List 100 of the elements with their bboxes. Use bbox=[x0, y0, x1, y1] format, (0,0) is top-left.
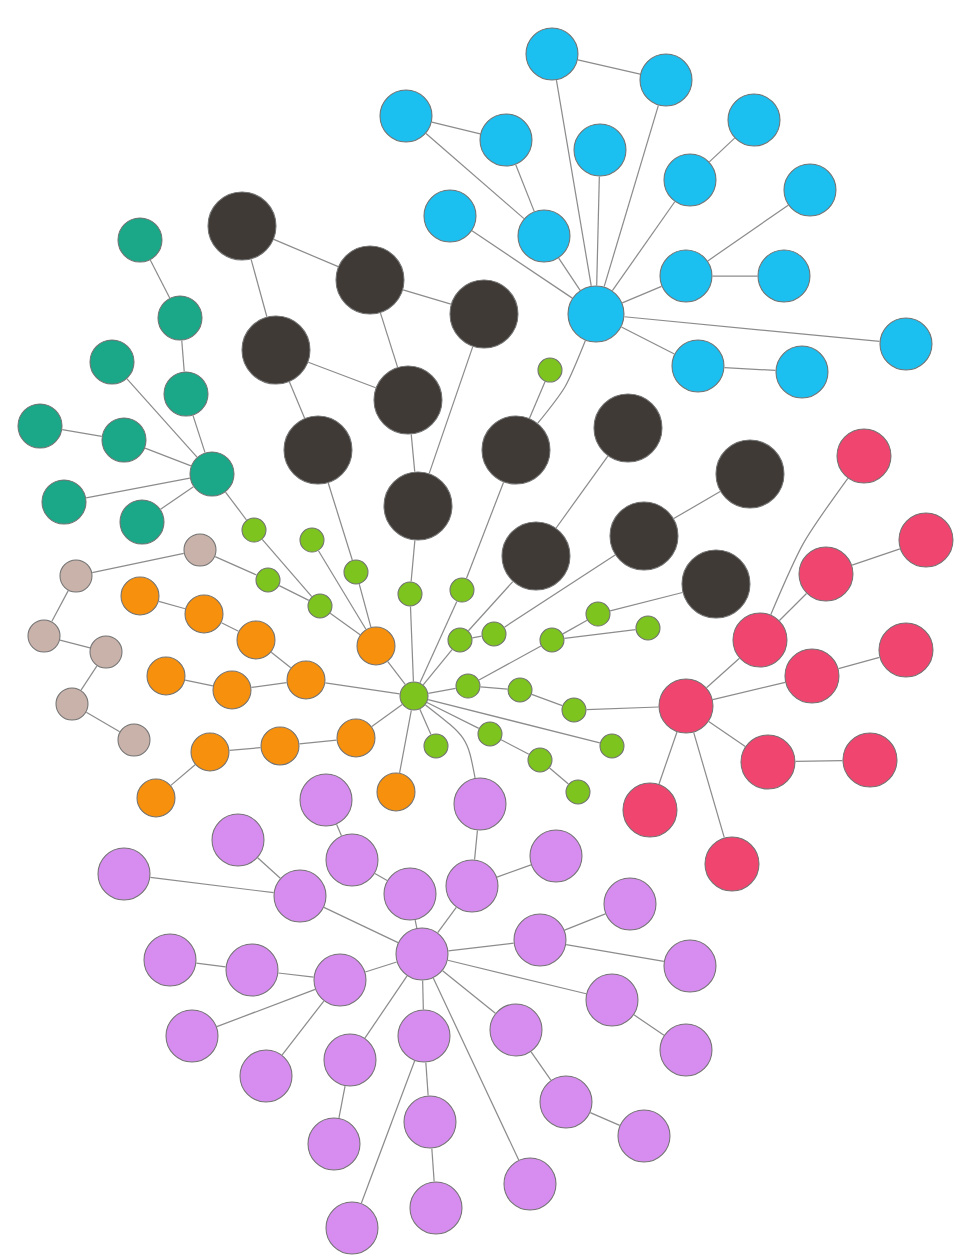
connector-line bbox=[402, 289, 452, 305]
connector-line bbox=[281, 1000, 325, 1056]
connector-line bbox=[250, 258, 268, 318]
connector-line bbox=[623, 316, 881, 343]
graph-node bbox=[241, 315, 311, 385]
graph-node bbox=[659, 249, 713, 303]
connector-line bbox=[447, 942, 515, 952]
graph-node bbox=[671, 339, 725, 393]
graph-node bbox=[658, 678, 714, 734]
graph-node bbox=[585, 601, 611, 627]
connector-line bbox=[478, 645, 542, 681]
graph-node bbox=[403, 1095, 457, 1149]
graph-node bbox=[836, 428, 892, 484]
graph-node bbox=[783, 163, 837, 217]
connector-line bbox=[398, 709, 412, 774]
connector-line bbox=[708, 720, 746, 748]
connector-line bbox=[503, 554, 616, 628]
graph-node bbox=[757, 249, 811, 303]
connector-line bbox=[149, 259, 171, 299]
connector-line bbox=[216, 988, 316, 1028]
graph-node bbox=[143, 933, 197, 987]
connector-line bbox=[577, 59, 641, 75]
connector-line bbox=[80, 665, 98, 691]
graph-node bbox=[299, 773, 353, 827]
graph-node bbox=[307, 593, 333, 619]
connector-line bbox=[708, 137, 736, 163]
connector-line bbox=[589, 1112, 621, 1127]
connector-line bbox=[317, 550, 367, 630]
connector-line bbox=[410, 433, 416, 473]
graph-node bbox=[561, 697, 587, 723]
connector-line bbox=[250, 682, 288, 688]
connector-line bbox=[220, 622, 240, 632]
graph-node bbox=[273, 869, 327, 923]
graph-node bbox=[373, 365, 443, 435]
connector-line bbox=[712, 681, 786, 701]
connector-line bbox=[214, 556, 258, 576]
connector-line bbox=[159, 486, 195, 510]
connector-line bbox=[338, 1085, 346, 1119]
connector-line bbox=[419, 600, 458, 684]
connector-line bbox=[555, 79, 592, 287]
connector-line bbox=[51, 589, 69, 623]
graph-node bbox=[567, 285, 625, 343]
connector-line bbox=[270, 651, 292, 669]
connector-line bbox=[126, 378, 198, 458]
connector-line bbox=[149, 876, 275, 894]
graph-node bbox=[449, 577, 475, 603]
graph-node bbox=[593, 393, 663, 463]
graph-node bbox=[255, 567, 281, 593]
graph-node bbox=[477, 721, 503, 747]
connector-line bbox=[422, 649, 453, 686]
connector-line bbox=[323, 906, 399, 944]
graph-node bbox=[356, 626, 396, 666]
connector-line bbox=[555, 455, 609, 529]
graph-node bbox=[397, 1009, 451, 1063]
connector-line bbox=[228, 747, 262, 751]
connector-line bbox=[693, 731, 725, 839]
graph-node bbox=[449, 279, 519, 349]
graph-node bbox=[659, 1023, 713, 1077]
connector-line bbox=[431, 1147, 435, 1183]
graph-node bbox=[189, 451, 235, 497]
graph-node bbox=[299, 527, 325, 553]
connector-line bbox=[778, 592, 808, 622]
connector-line bbox=[364, 961, 398, 973]
connector-line bbox=[500, 739, 530, 755]
graph-node bbox=[117, 723, 151, 757]
graph-node bbox=[599, 733, 625, 759]
graph-node bbox=[165, 1009, 219, 1063]
graph-node bbox=[239, 1049, 293, 1103]
graph-node bbox=[879, 317, 933, 371]
graph-node bbox=[59, 559, 93, 593]
connector-line bbox=[427, 687, 457, 694]
connector-line bbox=[371, 703, 403, 728]
graph-node bbox=[325, 833, 379, 887]
connector-line bbox=[273, 238, 339, 268]
connector-line bbox=[170, 764, 196, 786]
graph-node bbox=[489, 1003, 543, 1057]
graph-node bbox=[212, 670, 252, 710]
graph-node bbox=[383, 471, 453, 541]
connector-line bbox=[144, 447, 192, 467]
connector-line bbox=[585, 706, 660, 711]
connector-line bbox=[428, 346, 474, 474]
connector-line bbox=[424, 704, 476, 779]
graph-node bbox=[120, 576, 160, 616]
connector-line bbox=[531, 693, 563, 707]
connector-line bbox=[192, 414, 206, 454]
graph-node bbox=[325, 1201, 379, 1255]
graph-node bbox=[663, 939, 717, 993]
graph-node bbox=[573, 123, 627, 177]
graph-node bbox=[89, 339, 135, 385]
graph-node bbox=[715, 439, 785, 509]
connector-line bbox=[537, 339, 586, 424]
connector-line bbox=[707, 204, 789, 262]
graph-node bbox=[27, 619, 61, 653]
connector-line bbox=[414, 919, 418, 929]
connector-line bbox=[360, 1060, 416, 1204]
connector-line bbox=[603, 104, 659, 288]
graph-node bbox=[409, 1181, 463, 1235]
connector-line bbox=[564, 913, 606, 931]
connector-line bbox=[427, 698, 601, 744]
connector-line bbox=[61, 429, 103, 437]
